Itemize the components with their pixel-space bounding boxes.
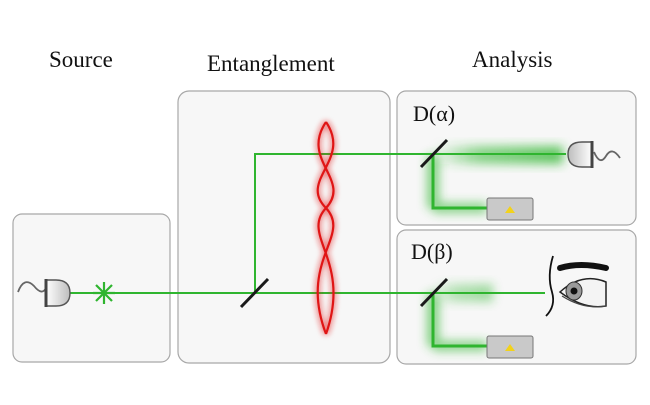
beam-splitter-icon	[419, 138, 449, 169]
heading-source: Source	[49, 47, 113, 72]
entanglement-loop	[315, 120, 337, 335]
heading-entanglement: Entanglement	[207, 51, 335, 76]
entanglement-panel	[177, 90, 391, 364]
eye-icon	[545, 255, 609, 317]
beam-splitter-icon	[239, 277, 270, 309]
source-panel	[12, 213, 171, 363]
beam-splitter-icon	[419, 277, 449, 308]
detector-label-alpha: D(α)	[413, 101, 456, 126]
laser-beams	[66, 153, 566, 348]
detector-icon	[486, 335, 534, 359]
spark-icon	[93, 282, 115, 304]
detector-label-beta: D(β)	[411, 239, 453, 264]
light-bulb-icon	[17, 279, 71, 307]
heading-analysis: Analysis	[472, 47, 553, 72]
detector-icon	[486, 197, 534, 221]
detector-lamp-icon	[567, 141, 621, 168]
